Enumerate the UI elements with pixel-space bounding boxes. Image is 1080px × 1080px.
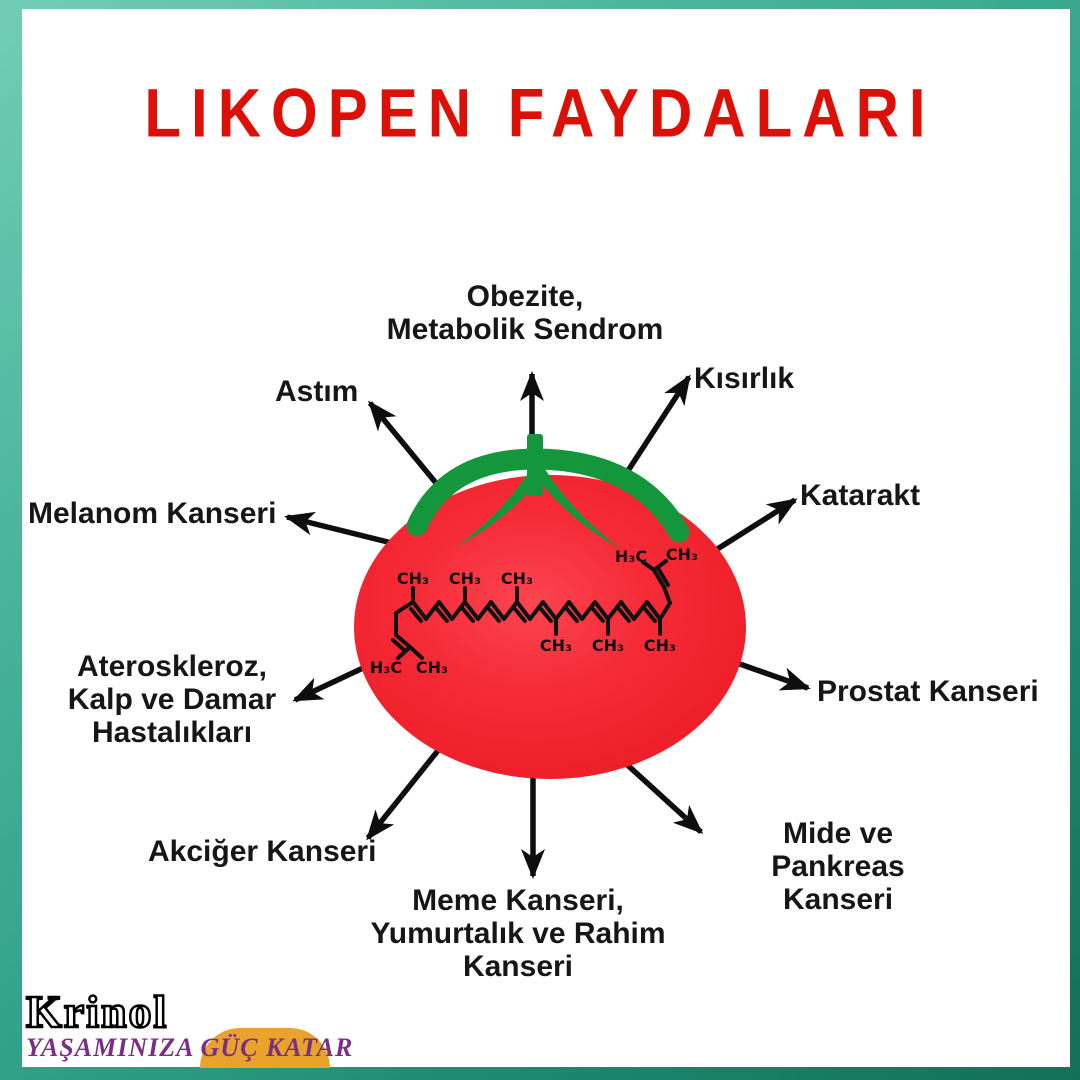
molecule-right-end-group	[641, 559, 672, 621]
benefit-label-akciger: Akciğer Kanseri	[148, 835, 377, 868]
arrow-melanom	[284, 511, 401, 548]
tomato-sepal-left	[456, 461, 546, 547]
tomato-body	[354, 475, 746, 779]
methyl-label: CH₃	[449, 569, 481, 588]
methyl-label: CH₃	[416, 658, 448, 677]
tomato-stem	[406, 434, 690, 549]
benefit-label-katarakt: Katarakt	[800, 479, 921, 512]
logo-brand-name: Krinol	[25, 985, 169, 1039]
tomato-sepal-arc	[406, 448, 690, 543]
benefit-label-ateroskleroz: Ateroskleroz, Kalp ve Damar Hastalıkları	[67, 650, 277, 749]
methyl-label: H₃C	[615, 547, 647, 566]
benefit-label-prostat: Prostat Kanseri	[817, 675, 1039, 708]
molecule-double-bonds	[409, 607, 657, 623]
molecule-methyl-stubs	[411, 586, 662, 636]
benefit-label-melanom: Melanom Kanseri	[28, 497, 277, 530]
methyl-label: CH₃	[644, 636, 676, 655]
methyl-label: CH₃	[501, 569, 533, 588]
page-title: LIKOPEN FAYDALARI	[144, 75, 936, 152]
benefit-label-kisirlik: Kısırlık	[694, 362, 795, 395]
methyl-label: CH₃	[397, 569, 429, 588]
benefit-label-meme: Meme Kanseri, Yumurtalık ve Rahim Kanser…	[370, 884, 666, 983]
molecule-left-end-group	[391, 600, 424, 660]
lycopene-molecule: CH₃ CH₃ CH₃ H₃C CH₃ CH₃ CH₃ CH₃ H₃C CH₃	[370, 545, 698, 677]
molecule-main-chain	[411, 600, 662, 621]
benefit-label-astim: Astım	[275, 375, 359, 408]
tomato-sepal-right	[532, 461, 621, 549]
molecule-labels: CH₃ CH₃ CH₃ H₃C CH₃ CH₃ CH₃ CH₃ H₃C CH₃	[370, 545, 698, 677]
arrow-akciger	[365, 746, 443, 841]
methyl-label: CH₃	[540, 636, 572, 655]
methyl-label: CH₃	[666, 545, 698, 564]
logo-orange-dome	[200, 1028, 330, 1068]
benefit-label-obezite: Obezite, Metabolik Sendrom	[386, 280, 664, 346]
methyl-label: H₃C	[370, 658, 402, 677]
methyl-label: CH₃	[592, 636, 624, 655]
logo-tagline: YAŞAMINIZA GÜÇ KATAR	[26, 1033, 354, 1062]
benefit-label-mide: Mide ve Pankreas Kanseri	[771, 817, 905, 916]
tomato-illustration	[354, 434, 746, 779]
krinol-logo: Krinol YAŞAMINIZA GÜÇ KATAR	[0, 985, 360, 1068]
arrow-kisirlik	[619, 374, 692, 482]
